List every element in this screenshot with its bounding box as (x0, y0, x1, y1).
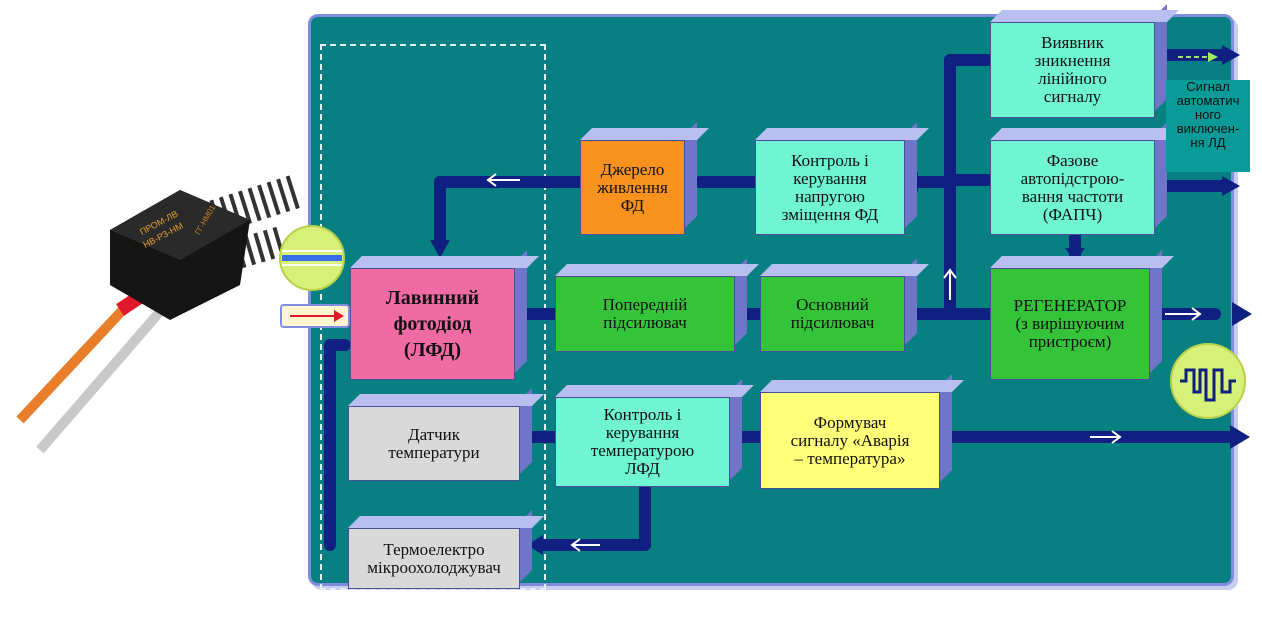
bias-control-block: Контроль і керування напругою зміщення Ф… (755, 140, 905, 235)
preamplifier-block: Попередній підсилювач (555, 276, 735, 352)
main-amplifier-block: Основний підсилювач (760, 276, 905, 352)
power-supply-block: Джерело живлення ФД (580, 140, 685, 235)
temperature-sensor-block: Датчик температури (348, 406, 520, 481)
temperature-control-block: Контроль і керування температурою ЛФД (555, 397, 730, 487)
apd-module-illustration: ПРОМ-ЛВ НВ-РЗ-НМ ГГ-НМ01 (16, 173, 300, 454)
auto-shutdown-signal-label: Сигнал автоматич ного виключен- ня ЛД (1166, 80, 1250, 172)
signal-loss-detector-block: Виявник зникнення лінійного сигналу (990, 22, 1155, 118)
pll-block: Фазове автопідстрою- вання частоти (ФАПЧ… (990, 140, 1155, 235)
apd-block: Лавинний фотодіод (ЛФД) (350, 268, 515, 380)
regenerator-block: РЕГЕНЕРАТОР (з вирішуючим пристроєм) (990, 268, 1150, 380)
alarm-former-block: Формувач сигналу «Аварія – температура» (760, 392, 940, 489)
output-waveform-icon (1170, 343, 1246, 419)
chip-pins (195, 173, 300, 280)
thermoelectric-cooler-block: Термоелектро мікроохолоджувач (348, 528, 520, 589)
connections (279, 45, 1252, 555)
diagram: ПРОМ-ЛВ НВ-РЗ-НМ ГГ-НМ01 (0, 0, 1262, 589)
gray-fiber (36, 296, 174, 454)
